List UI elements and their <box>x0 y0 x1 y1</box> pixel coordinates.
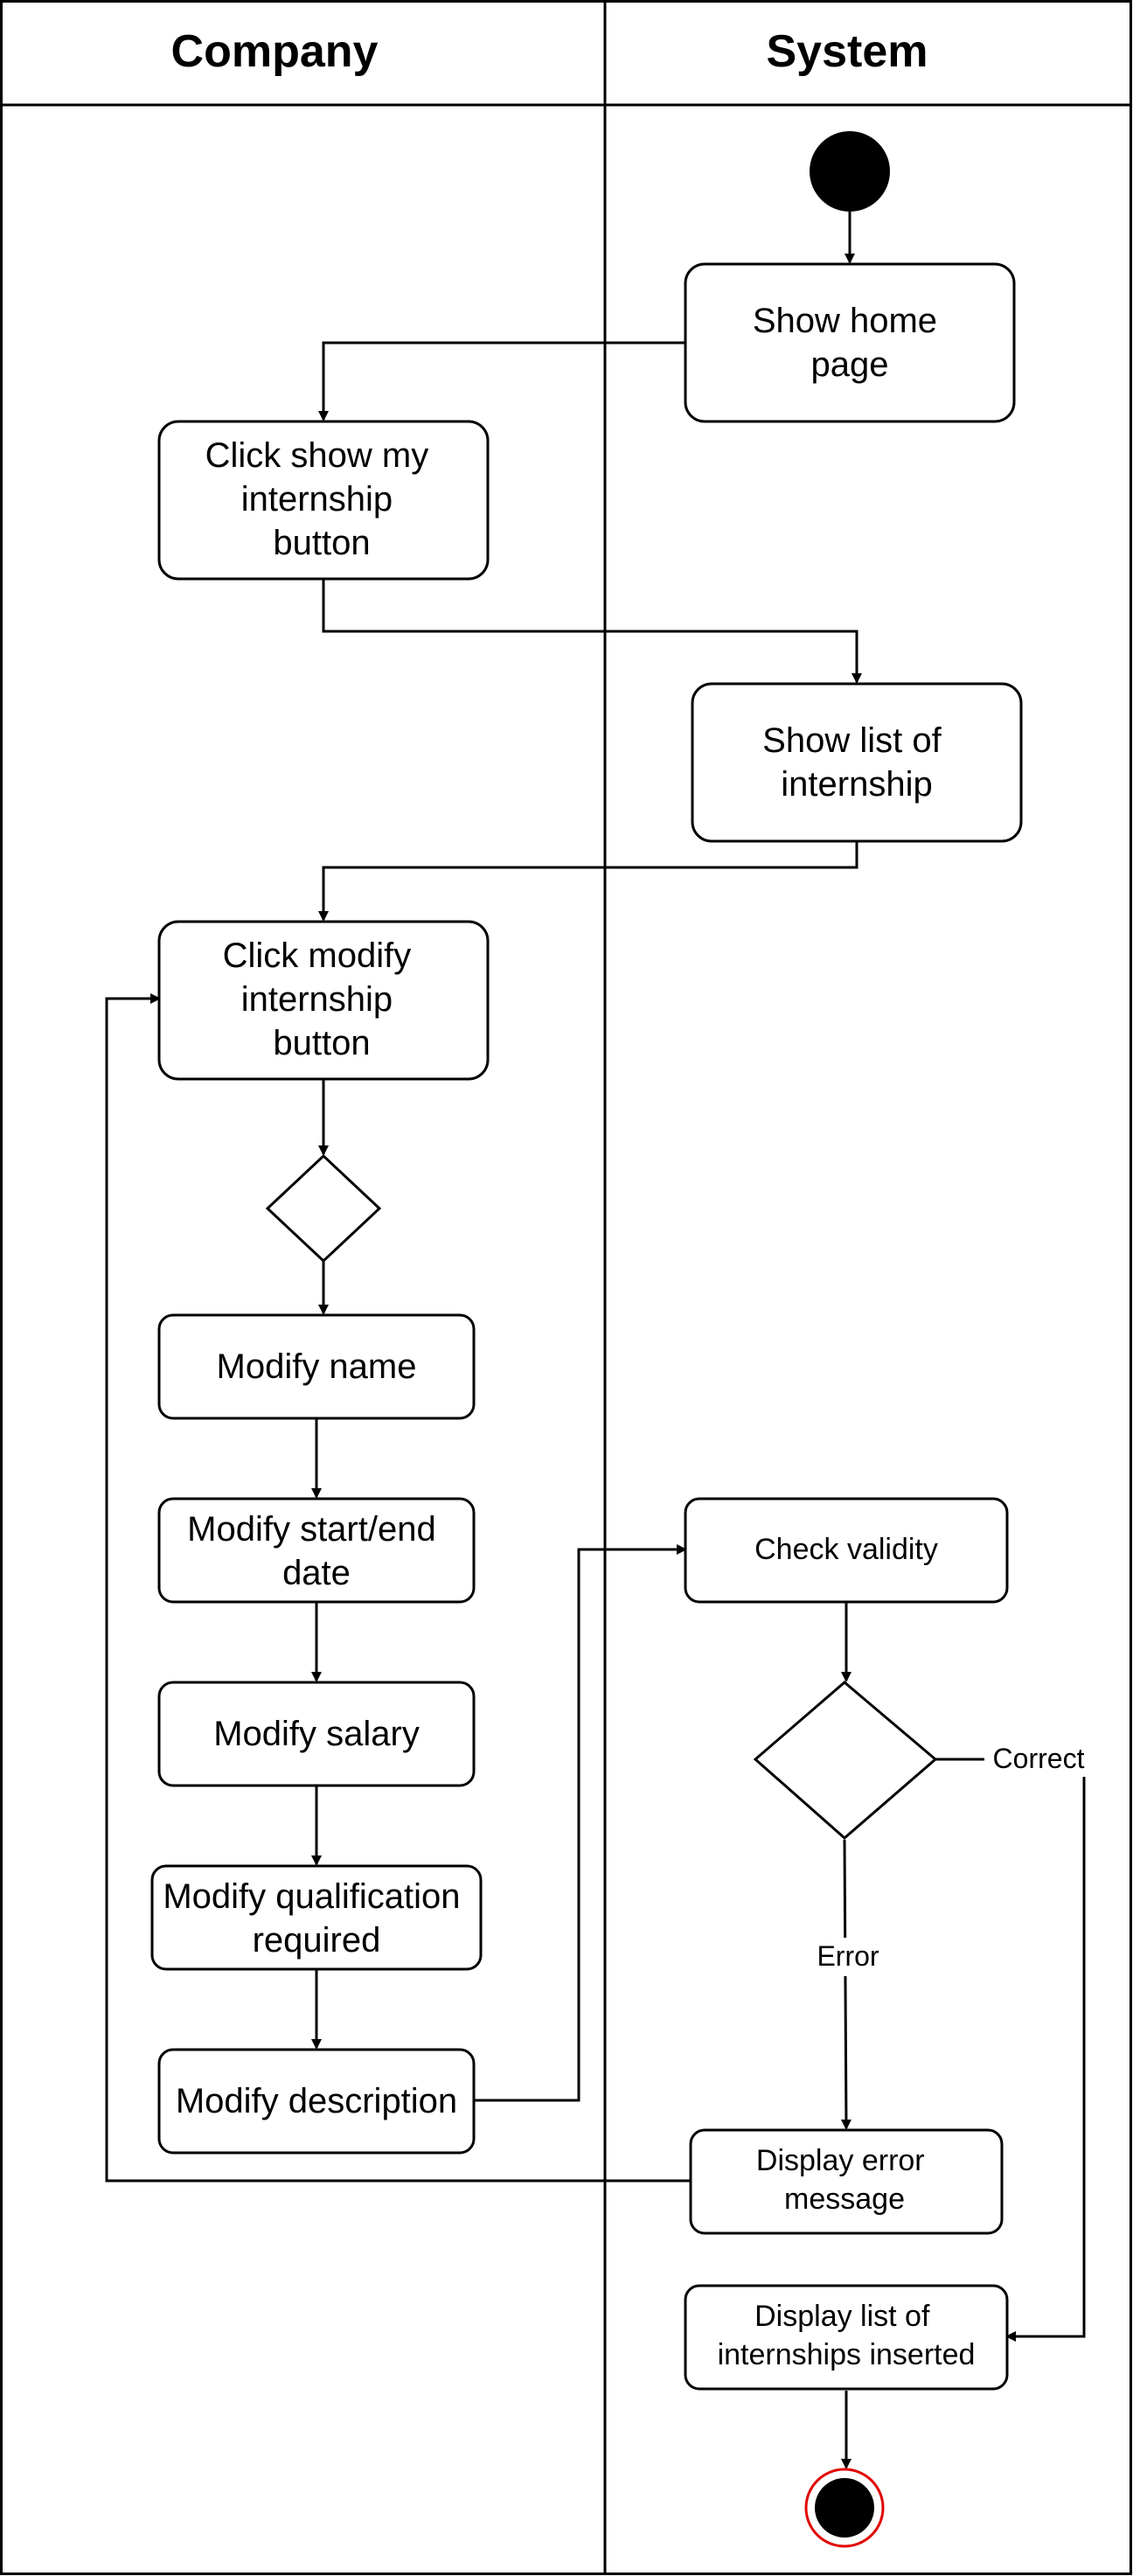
node-modify-salary: Modify salary <box>157 1681 476 1787</box>
edge-error-loop <box>105 993 691 2183</box>
svg-text:Modify salary: Modify salary <box>213 1715 420 1753</box>
lane-title-company: Company <box>171 26 379 77</box>
svg-text:Check validity: Check validity <box>754 1533 938 1566</box>
edge-click-show-to-list <box>322 579 862 684</box>
svg-text:Modify start/end date: Modify start/end date <box>187 1510 446 1592</box>
edge-desc-to-check <box>474 1544 687 2102</box>
svg-text:Modify name: Modify name <box>217 1347 417 1386</box>
svg-text:Click modify internship: Click modify internship button <box>223 936 421 1062</box>
svg-text:Click show my internship: Click show my internship button <box>205 436 439 562</box>
node-click-modify-internship: Click modify internship button <box>157 920 490 1081</box>
node-show-list-of-internship: Show list of internship <box>691 682 1023 843</box>
svg-text:Display error message: Display error message <box>756 2144 933 2216</box>
decision-node-modify <box>265 1153 382 1264</box>
node-display-error-message: Display error message <box>689 2128 1004 2235</box>
edge-label-correct: Correct <box>993 1743 1085 1774</box>
edge-home-to-click-show <box>318 341 685 421</box>
svg-text:Modify qualification req: Modify qualification required <box>163 1877 469 1960</box>
start-node <box>810 131 890 212</box>
node-modify-description: Modify description <box>157 2048 476 2155</box>
lane-title-system: System <box>767 26 928 77</box>
svg-text:Show home page: Show home page <box>753 302 947 384</box>
node-display-list-inserted: Display list of internships inserted <box>684 2284 1009 2391</box>
node-modify-name: Modify name <box>157 1313 476 1420</box>
edges <box>105 212 1086 2469</box>
node-modify-qualification: Modify qualification required <box>150 1864 483 1971</box>
node-show-home-page: Show home page <box>684 262 1016 423</box>
end-node <box>804 2468 885 2548</box>
edge-label-error: Error <box>817 1940 879 1972</box>
svg-text:Show list of internship: Show list of internship <box>762 721 951 804</box>
node-click-show-my-internship: Click show my internship button <box>157 420 490 581</box>
edge-correct <box>935 1758 1086 2342</box>
svg-text:Display list of internsh: Display list of internships inserted <box>718 2300 976 2371</box>
node-modify-dates: Modify start/end date <box>157 1497 476 1604</box>
decision-node-validity <box>753 1681 938 1840</box>
svg-text:Modify description: Modify description <box>176 2082 457 2120</box>
node-check-validity: Check validity <box>684 1497 1009 1604</box>
edge-list-to-click-modify <box>318 841 858 922</box>
edge-error <box>840 1839 851 2130</box>
